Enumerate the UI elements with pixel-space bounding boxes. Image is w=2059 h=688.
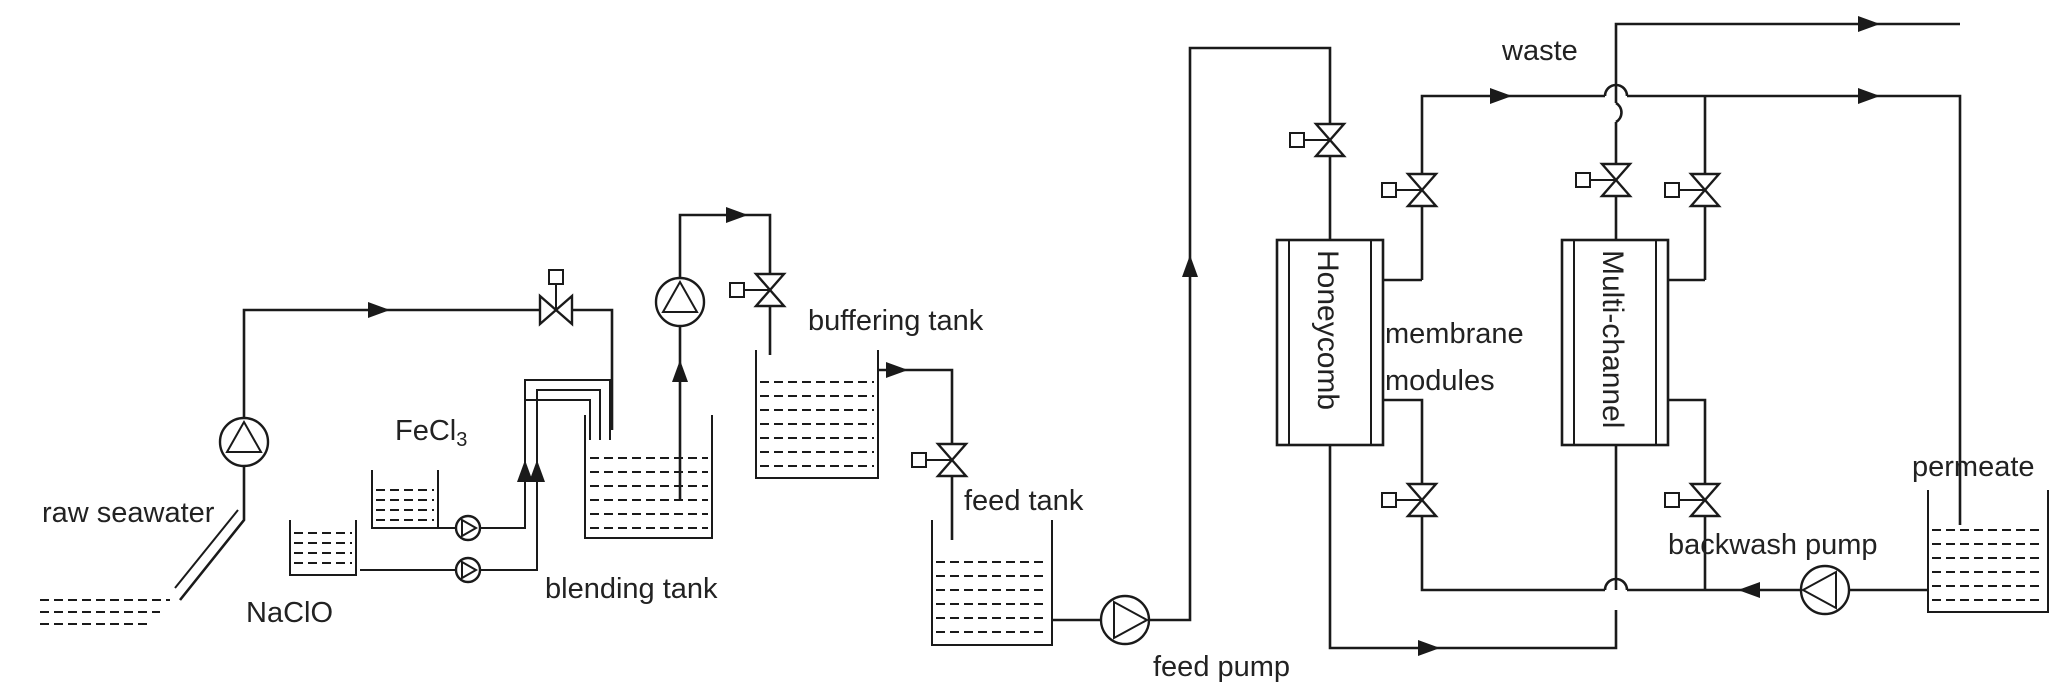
arrow-buffer-out [886, 362, 908, 378]
arrow-intake [368, 302, 390, 318]
waste-valve-icon [1574, 162, 1632, 198]
intake-valve-icon [538, 268, 574, 326]
feed-pump-label: feed pump [1153, 651, 1290, 683]
raw-seawater-surface [40, 599, 170, 625]
flow-arrows [368, 16, 1880, 656]
membrane-modules: Honeycomb Multi-channel [1275, 238, 1670, 447]
feed-tank-valve-icon [910, 442, 968, 478]
arrow-permeate-right [1858, 88, 1880, 104]
feed-tank [931, 520, 1053, 646]
fecl3-dosing-pump-icon [454, 514, 482, 542]
pumps [218, 276, 1851, 646]
circulation-pump-icon [654, 276, 706, 328]
permeate-label: permeate [1912, 451, 2035, 483]
blending-tank [584, 415, 713, 539]
tanks [40, 350, 2049, 646]
buffering-tank [755, 350, 879, 479]
honeycomb-permeate-valve-icon [1380, 172, 1438, 208]
honeycomb-label: Honeycomb [1311, 250, 1344, 410]
arrow-blend-up [672, 360, 688, 382]
multichannel-backwash-valve-icon [1663, 482, 1721, 518]
backwash-pump-label: backwash pump [1668, 529, 1878, 561]
honeycomb-module: Honeycomb [1275, 238, 1385, 447]
arrow-dose-1 [517, 460, 533, 482]
multichannel-permeate-valve-icon [1663, 172, 1721, 208]
waste-label: waste [1501, 35, 1578, 67]
naclo-dosing-pump-icon [454, 556, 482, 584]
backwash-pump-icon [1799, 564, 1851, 616]
labels: raw seawater FeCl3 NaClO blending tank b… [42, 35, 2035, 683]
permeate-tank [1927, 490, 2049, 613]
seawater-pump-icon [218, 416, 270, 468]
feed-tank-label: feed tank [964, 485, 1084, 517]
feed-pump-icon [1099, 594, 1151, 646]
membrane-label: membrane [1385, 318, 1524, 350]
multi-channel-label: Multi-channel [1596, 250, 1629, 428]
arrow-waste [1858, 16, 1880, 32]
naclo-tank [289, 520, 357, 576]
arrow-backwash [1738, 582, 1760, 598]
raw-seawater-label: raw seawater [42, 497, 215, 529]
fecl3-tank [371, 470, 439, 529]
arrow-dose-2 [529, 460, 545, 482]
honeycomb-backwash-valve-icon [1380, 482, 1438, 518]
blending-tank-label: blending tank [545, 573, 718, 605]
arrow-buffer-in [726, 207, 748, 223]
naclo-label: NaClO [246, 597, 333, 629]
multi-channel-module: Multi-channel [1560, 238, 1670, 447]
piping [174, 22, 1962, 650]
honeycomb-feed-valve-icon [1288, 122, 1346, 158]
fecl3-label: FeCl3 [395, 415, 467, 451]
valves [538, 122, 1721, 518]
buffering-tank-label: buffering tank [808, 305, 984, 337]
buffer-inlet-valve-icon [728, 272, 786, 308]
modules-label: modules [1385, 365, 1495, 397]
arrow-permeate-top [1490, 88, 1512, 104]
arrow-feed-up [1182, 255, 1198, 277]
arrow-drain [1418, 640, 1440, 656]
